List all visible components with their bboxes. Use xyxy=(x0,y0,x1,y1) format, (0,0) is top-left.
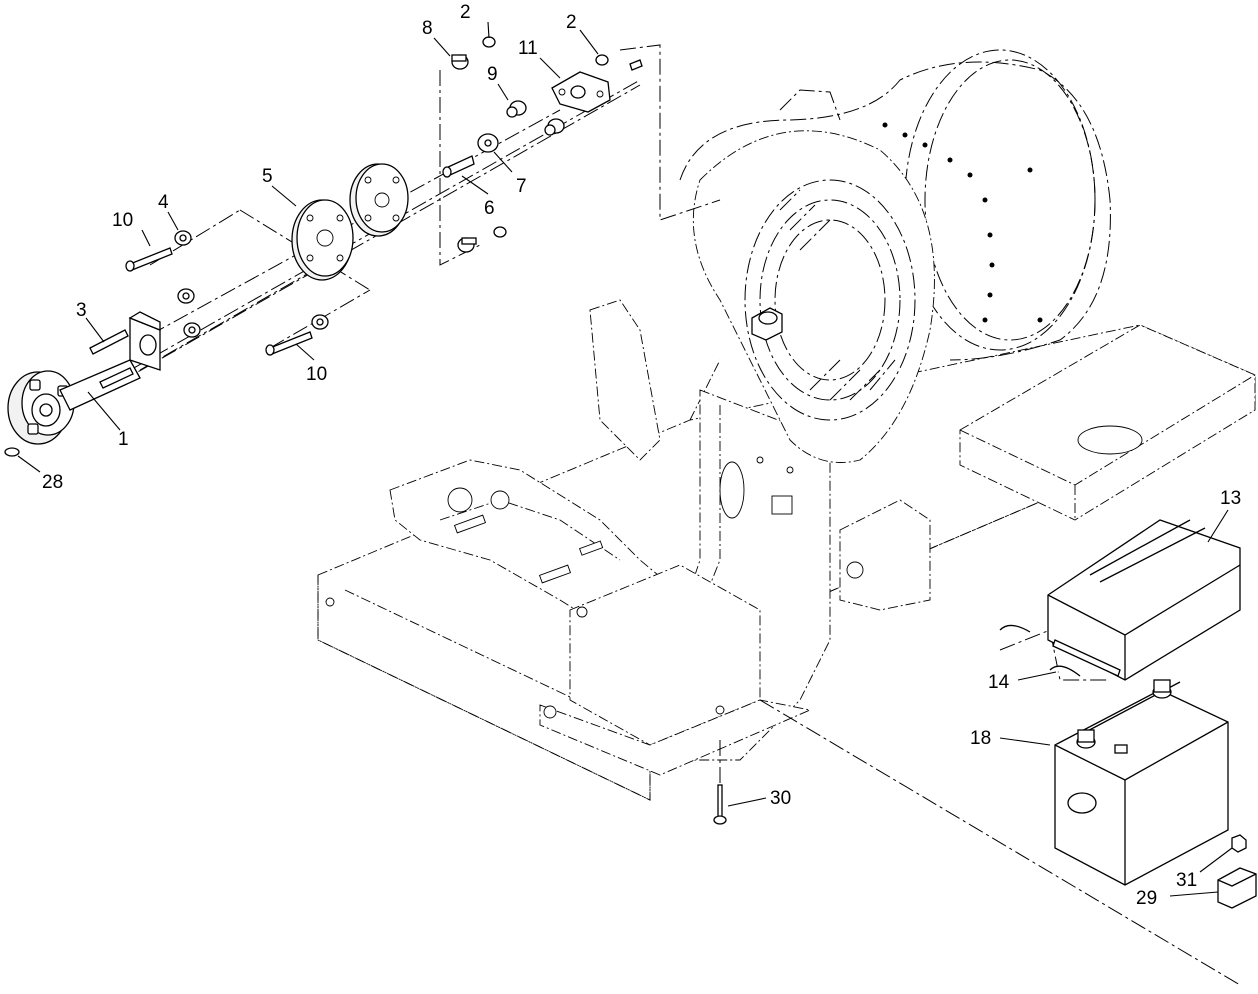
bracket-part-11 xyxy=(551,59,643,113)
callout-30: 30 xyxy=(770,788,791,809)
callout-1: 1 xyxy=(118,429,129,450)
callout-2-top: 2 xyxy=(460,2,471,23)
callout-18: 18 xyxy=(970,728,991,749)
clip-part-14 xyxy=(999,624,1121,677)
callout-14: 14 xyxy=(988,672,1010,693)
battery-part-18 xyxy=(1054,679,1229,886)
nut-part-2 xyxy=(482,36,609,238)
washer-part-7 xyxy=(477,133,499,153)
generator-assembly xyxy=(679,49,1111,463)
bolt-part-10-lower xyxy=(265,331,313,356)
callout-31: 31 xyxy=(1176,870,1197,891)
callout-6: 6 xyxy=(484,198,495,219)
callout-13: 13 xyxy=(1220,488,1241,509)
hold-down-part-29 xyxy=(1217,867,1257,909)
coupling-disk-part-5 xyxy=(291,199,354,281)
bolt-part-10-upper xyxy=(125,247,173,272)
spacer-part-6 xyxy=(442,155,475,178)
callout-2-right: 2 xyxy=(566,12,577,33)
callout-10-lower: 10 xyxy=(306,364,327,385)
bolt-part-30 xyxy=(713,784,727,825)
washers-part-4 xyxy=(174,230,329,338)
main-frame xyxy=(317,299,1256,801)
callout-8: 8 xyxy=(422,18,433,39)
drive-hub-part-1 xyxy=(4,311,161,457)
callout-11: 11 xyxy=(518,38,538,59)
callout-4: 4 xyxy=(158,192,169,213)
callout-7: 7 xyxy=(516,176,527,197)
callout-29: 29 xyxy=(1136,888,1157,909)
nut-part-8 xyxy=(451,54,477,253)
callout-3: 3 xyxy=(76,300,87,321)
nut-part-31 xyxy=(1231,834,1247,853)
callout-9: 9 xyxy=(487,64,498,85)
callout-labels: 1 2 2 3 4 5 6 7 8 9 10 10 11 13 14 18 28… xyxy=(42,2,1241,909)
leader-lines xyxy=(17,21,1233,897)
battery-cover-part-13 xyxy=(1047,519,1241,681)
callout-10-upper: 10 xyxy=(112,210,133,231)
callout-28: 28 xyxy=(42,472,63,493)
nut-part-9 xyxy=(506,100,565,136)
coupling-disk-part-5b xyxy=(349,163,409,237)
callout-5: 5 xyxy=(262,166,273,187)
